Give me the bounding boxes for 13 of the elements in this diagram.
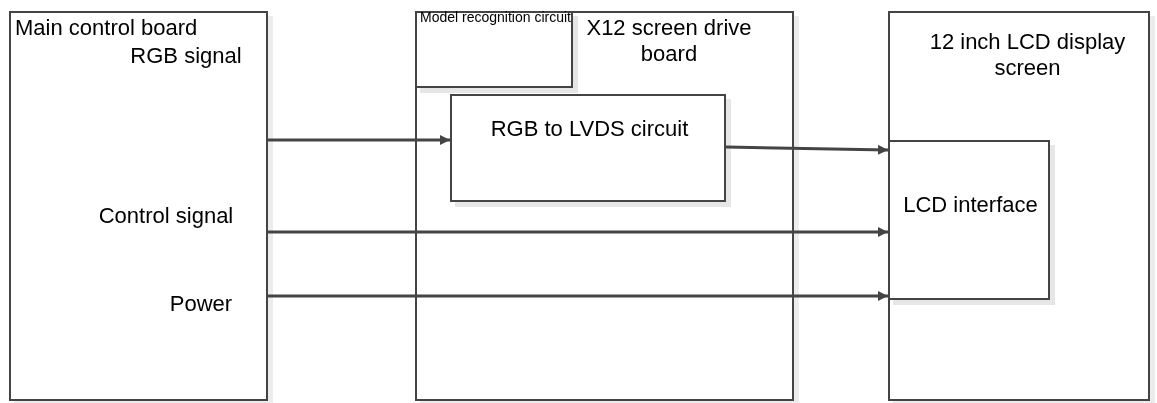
arrow	[725, 144, 889, 155]
arrow	[268, 135, 450, 145]
arrow	[268, 227, 888, 237]
box-label: 12 inch LCD display screen	[928, 29, 1127, 82]
box-label: LCD interface	[902, 191, 1039, 218]
box-label: Power	[168, 291, 234, 318]
arrow	[268, 291, 888, 301]
box-label: Model recognition circuit	[419, 8, 572, 26]
box-label: Control signal	[97, 203, 235, 230]
box-label: RGB to LVDS circuit	[489, 115, 690, 142]
box-label: Main control board	[15, 15, 199, 42]
box-label: X12 screen drive board	[585, 15, 753, 68]
box-label: RGB signal	[129, 43, 243, 70]
